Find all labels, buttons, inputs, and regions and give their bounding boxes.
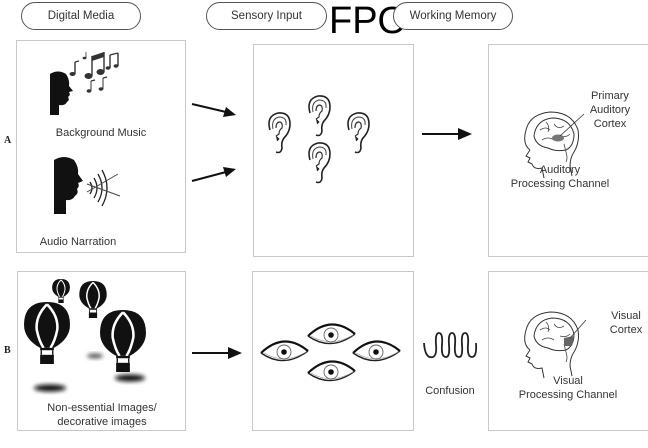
balloon-shadow	[87, 353, 103, 359]
ear-icon	[268, 112, 291, 154]
eye-icon	[306, 360, 357, 382]
label-visual-processing-channel: Visual Processing Channel	[518, 375, 618, 401]
header-working-memory: Working Memory	[393, 2, 513, 30]
brain-head-visual-icon	[524, 311, 587, 379]
arrow-images-to-sensory	[192, 347, 242, 359]
header-digital-media: Digital Media	[21, 2, 141, 30]
box-sensory-ears	[253, 44, 414, 257]
box-visual-memory	[488, 271, 648, 431]
eye-icon	[306, 323, 357, 345]
arrow-ears-to-memory	[422, 128, 472, 140]
balloon-icon	[98, 308, 148, 374]
label-auditory-processing-channel: Auditory Processing Channel	[510, 164, 610, 190]
confusion-coil-icon	[423, 332, 478, 359]
row-label-b: B	[4, 345, 11, 356]
brain-head-auditory-icon	[524, 111, 585, 179]
header-sensory-input: Sensory Input	[206, 2, 327, 30]
singing-head-icon	[50, 71, 73, 115]
label-primary-auditory-cortex: Primary Auditory Cortex	[589, 90, 631, 130]
narrating-head-icon	[54, 157, 121, 214]
music-notes-icon	[69, 52, 119, 93]
arrow-narration-to-sensory	[191, 167, 236, 182]
balloon-shadow	[115, 374, 145, 382]
eye-icon	[259, 340, 310, 362]
label-audio-narration: Audio Narration	[39, 236, 117, 248]
balloon-icon	[22, 300, 72, 366]
ear-icon	[347, 112, 370, 154]
balloon-shadow	[34, 384, 66, 392]
label-background-music: Background Music	[55, 127, 147, 139]
label-non-essential-images: Non-essential Images/ decorative images	[47, 402, 157, 428]
box-audio-sources	[16, 40, 186, 253]
eye-icon	[351, 340, 402, 362]
box-auditory-memory	[488, 44, 648, 257]
balloon-icon	[51, 278, 71, 304]
label-confusion: Confusion	[425, 385, 475, 397]
label-visual-cortex: Visual Cortex	[609, 310, 643, 336]
ear-icon	[308, 142, 331, 184]
row-label-a: A	[4, 135, 12, 146]
arrow-music-to-sensory	[191, 103, 236, 117]
box-sensory-eyes	[252, 271, 414, 431]
ear-icon	[308, 95, 331, 137]
